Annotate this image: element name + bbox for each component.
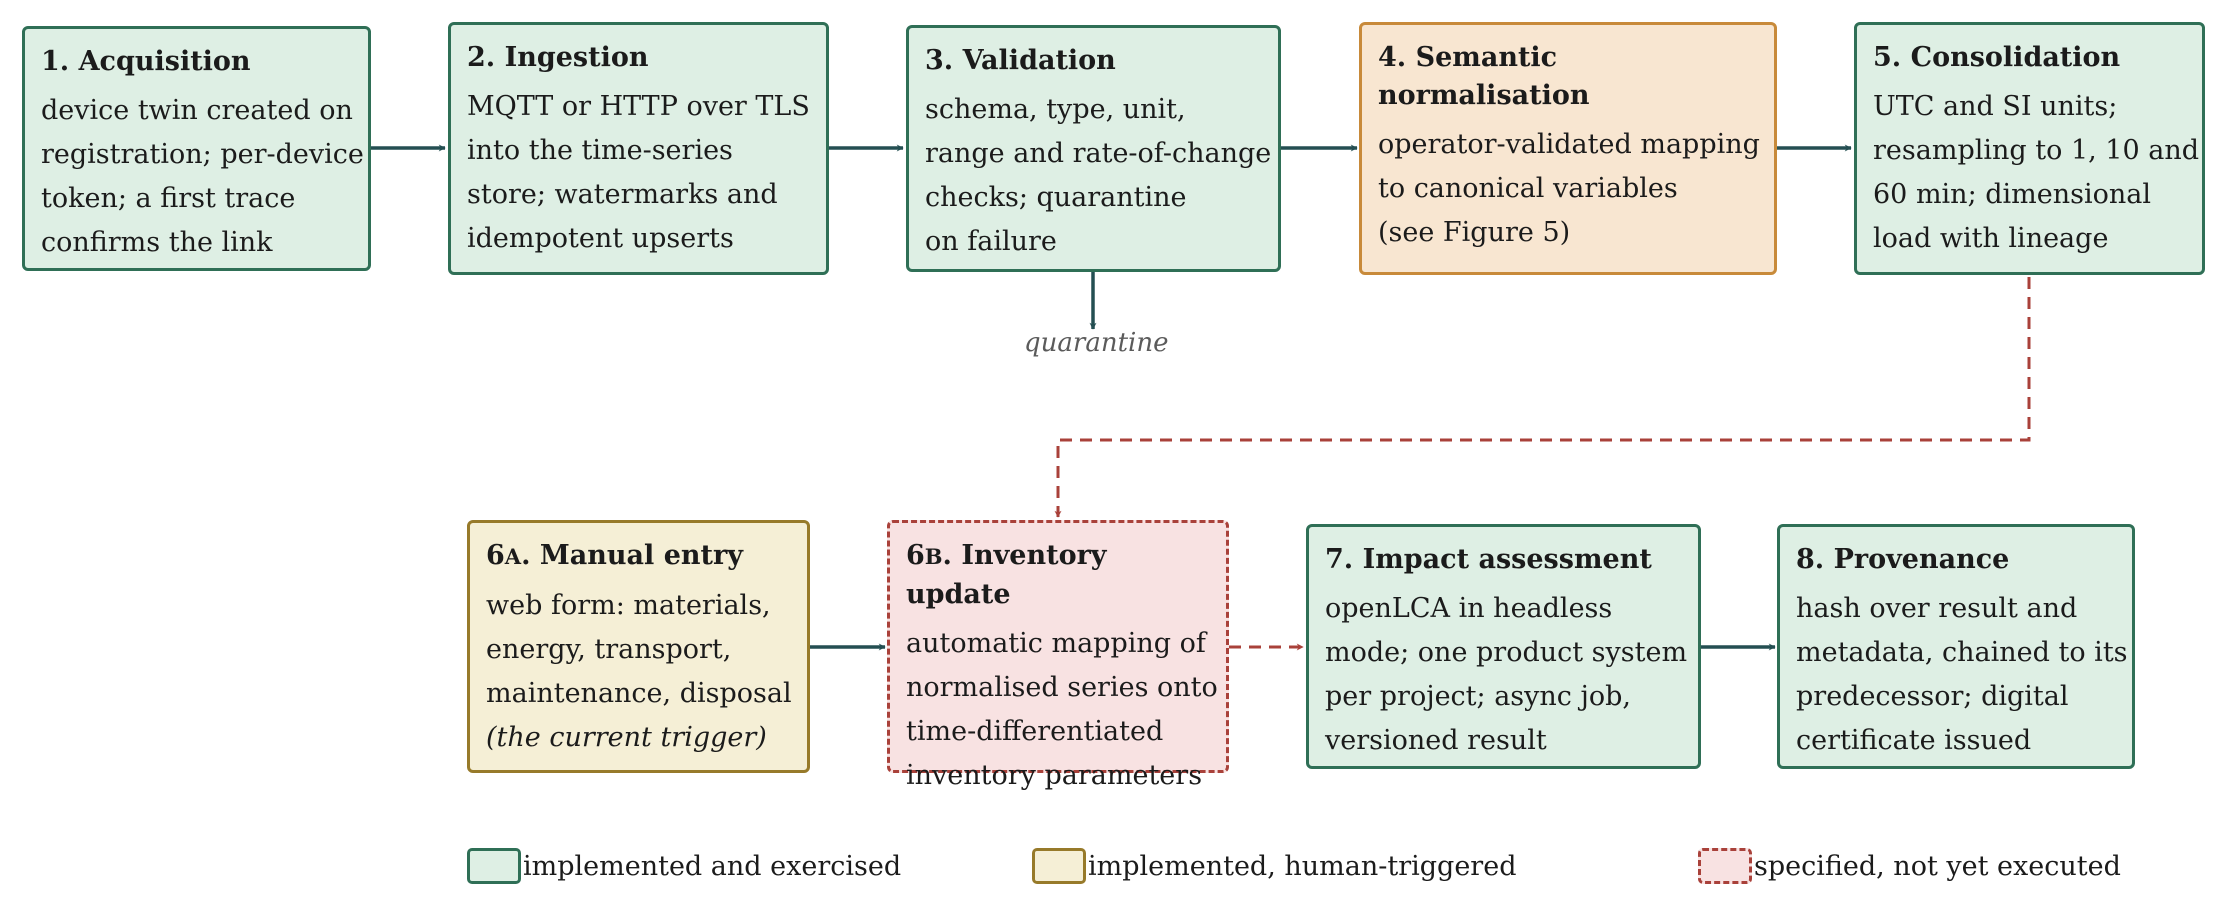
legend-swatch-implemented bbox=[467, 848, 521, 884]
node-title: 1. Acquisition bbox=[41, 46, 251, 77]
node-line: time-differentiated bbox=[906, 716, 1164, 747]
node-title-text: . Manual entry bbox=[521, 540, 743, 571]
node-line: per project; async job, bbox=[1325, 681, 1631, 712]
legend-item-implemented: implemented and exercised bbox=[467, 848, 901, 884]
node-title-number: 6 bbox=[906, 540, 925, 571]
node-body: MQTT or HTTP over TLS into the time-seri… bbox=[467, 85, 810, 261]
node-body: web form: materials, energy, transport, … bbox=[486, 584, 792, 760]
arrow-consolidation-to-inventory-update bbox=[1054, 277, 2031, 518]
node-line: range and rate-of-change bbox=[925, 138, 1272, 169]
node-inventory-update: 6B. Inventory update automatic mapping o… bbox=[887, 520, 1229, 791]
node-validation: 3. Validation schema, type, unit, range … bbox=[906, 25, 1281, 272]
node-line: maintenance, disposal bbox=[486, 678, 792, 709]
node-title: 7. Impact assessment bbox=[1325, 544, 1652, 575]
node-line: hash over result and bbox=[1796, 593, 2078, 624]
node-provenance: 8. Provenance hash over result and metad… bbox=[1777, 524, 2135, 769]
node-semantic-normalisation: 4. Semantic normalisation operator-valid… bbox=[1359, 22, 1777, 275]
node-title: 8. Provenance bbox=[1796, 544, 2010, 575]
node-manual-entry: 6A. Manual entry web form: materials, en… bbox=[467, 520, 810, 773]
node-title-number: 6 bbox=[486, 540, 505, 571]
node-line: confirms the link bbox=[41, 227, 273, 258]
node-title-letter: A bbox=[504, 544, 522, 569]
node-line: operator-validated mapping bbox=[1378, 129, 1760, 160]
legend-swatch-specified bbox=[1698, 848, 1752, 884]
node-title: 5. Consolidation bbox=[1873, 42, 2121, 73]
node-line: predecessor; digital bbox=[1796, 681, 2069, 712]
node-line: store; watermarks and bbox=[467, 179, 778, 210]
node-ingestion: 2. Ingestion MQTT or HTTP over TLS into … bbox=[448, 22, 829, 275]
node-title: 3. Validation bbox=[925, 45, 1116, 76]
node-title-letter: B bbox=[924, 544, 943, 569]
legend-label: implemented, human-triggered bbox=[1088, 850, 1517, 882]
node-line: resampling to 1, 10 and bbox=[1873, 135, 2199, 166]
node-consolidation: 5. Consolidation UTC and SI units; resam… bbox=[1854, 22, 2205, 275]
node-line: automatic mapping of bbox=[906, 628, 1206, 659]
node-line: on failure bbox=[925, 226, 1057, 257]
node-line: mode; one product system bbox=[1325, 637, 1688, 668]
node-title: 6B. Inventory update bbox=[906, 537, 1210, 614]
node-body: schema, type, unit, range and rate-of-ch… bbox=[925, 88, 1272, 264]
node-title: 6A. Manual entry bbox=[486, 537, 791, 576]
node-body: automatic mapping of normalised series o… bbox=[906, 622, 1218, 798]
node-body: openLCA in headless mode; one product sy… bbox=[1325, 587, 1688, 763]
legend-swatch-human-triggered bbox=[1032, 848, 1086, 884]
node-line: MQTT or HTTP over TLS bbox=[467, 91, 810, 122]
quarantine-label: quarantine bbox=[1024, 328, 1169, 358]
node-line: schema, type, unit, bbox=[925, 94, 1186, 125]
node-line: (see Figure 5) bbox=[1378, 217, 1571, 248]
node-line: device twin created on bbox=[41, 95, 353, 126]
node-body: device twin created on registration; per… bbox=[41, 89, 364, 265]
node-line: certificate issued bbox=[1796, 725, 2032, 756]
node-line: load with lineage bbox=[1873, 223, 2109, 254]
node-line: normalised series onto bbox=[906, 672, 1218, 703]
legend-item-specified: specified, not yet executed bbox=[1698, 848, 2121, 884]
node-line: into the time-series bbox=[467, 135, 733, 166]
node-title-text: . Inventory update bbox=[906, 540, 1107, 610]
node-line: to canonical variables bbox=[1378, 173, 1678, 204]
node-line: UTC and SI units; bbox=[1873, 91, 2118, 122]
node-line: openLCA in headless bbox=[1325, 593, 1613, 624]
legend-item-human-triggered: implemented, human-triggered bbox=[1032, 848, 1516, 884]
node-line: inventory parameters bbox=[906, 760, 1203, 791]
node-acquisition: 1. Acquisition device twin created on re… bbox=[22, 26, 371, 271]
legend-label: specified, not yet executed bbox=[1754, 850, 2121, 882]
node-line: 60 min; dimensional bbox=[1873, 179, 2152, 210]
node-title-line: 4. Semantic bbox=[1378, 42, 1558, 73]
node-line: energy, transport, bbox=[486, 634, 732, 665]
node-line: registration; per-device bbox=[41, 139, 364, 170]
node-title-line: normalisation bbox=[1378, 80, 1590, 111]
node-body: hash over result and metadata, chained t… bbox=[1796, 587, 2128, 763]
node-line: web form: materials, bbox=[486, 590, 771, 621]
node-line: checks; quarantine bbox=[925, 182, 1187, 213]
node-note: (the current trigger) bbox=[486, 722, 767, 753]
node-impact-assessment: 7. Impact assessment openLCA in headless… bbox=[1306, 524, 1701, 769]
node-title: 4. Semantic normalisation bbox=[1378, 39, 1758, 115]
node-line: idempotent upserts bbox=[467, 223, 734, 254]
node-line: token; a first trace bbox=[41, 183, 296, 214]
node-title: 2. Ingestion bbox=[467, 42, 649, 73]
node-line: metadata, chained to its bbox=[1796, 637, 2128, 668]
node-body: UTC and SI units; resampling to 1, 10 an… bbox=[1873, 85, 2199, 261]
node-body: operator-validated mapping to canonical … bbox=[1378, 123, 1760, 255]
node-line: versioned result bbox=[1325, 725, 1547, 756]
legend-label: implemented and exercised bbox=[523, 850, 902, 882]
